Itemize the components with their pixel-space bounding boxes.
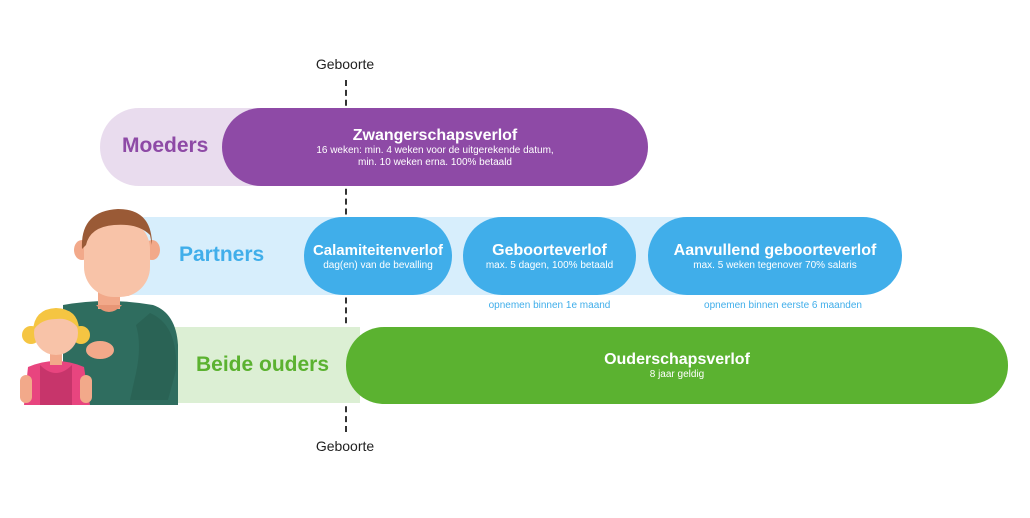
pregnancy-leave-desc-line2: min. 10 weken erna. 100% betaald [358,156,512,168]
birth-leave-desc: max. 5 dagen, 100% betaald [485,259,614,271]
both-parents-label: Beide ouders [196,353,330,376]
birth-label-bottom: Geboorte [315,438,375,454]
mothers-label: Moeders [122,134,209,157]
calamity-leave-desc: dag(en) van de bevalling [323,259,433,271]
additional-birth-leave-desc: max. 5 weken tegenover 70% salaris [693,259,857,271]
calamity-leave-pill: Calamiteitenverlof dag(en) van de bevall… [304,217,452,295]
additional-birth-leave-pill: Aanvullend geboorteverlof max. 5 weken t… [648,217,902,295]
child-figure [20,308,92,405]
pregnancy-leave-title: Zwangerschapsverlof [352,126,518,144]
pregnancy-leave-desc-line1: 16 weken: min. 4 weken voor de uitgereke… [316,144,554,156]
birth-label-top: Geboorte [315,56,375,72]
additional-birth-leave-title: Aanvullend geboorteverlof [673,241,877,259]
parent-child-illustration [20,209,178,405]
parental-leave-desc: 8 jaar geldig [649,369,705,380]
birth-leave-note: opnemen binnen 1e maand [488,300,611,311]
father-figure [63,209,178,405]
additional-birth-leave-note: opnemen binnen eerste 6 maanden [704,300,862,311]
pregnancy-leave-pill: Zwangerschapsverlof 16 weken: min. 4 wek… [222,108,648,186]
calamity-leave-title: Calamiteitenverlof [312,241,444,259]
partners-label: Partners [179,243,265,266]
birth-leave-title: Geboorteverlof [492,241,607,259]
birth-leave-pill: Geboorteverlof max. 5 dagen, 100% betaal… [463,217,636,295]
parental-leave-title: Ouderschapsverlof [604,351,750,368]
parental-leave-pill: Ouderschapsverlof 8 jaar geldig [346,327,1008,404]
